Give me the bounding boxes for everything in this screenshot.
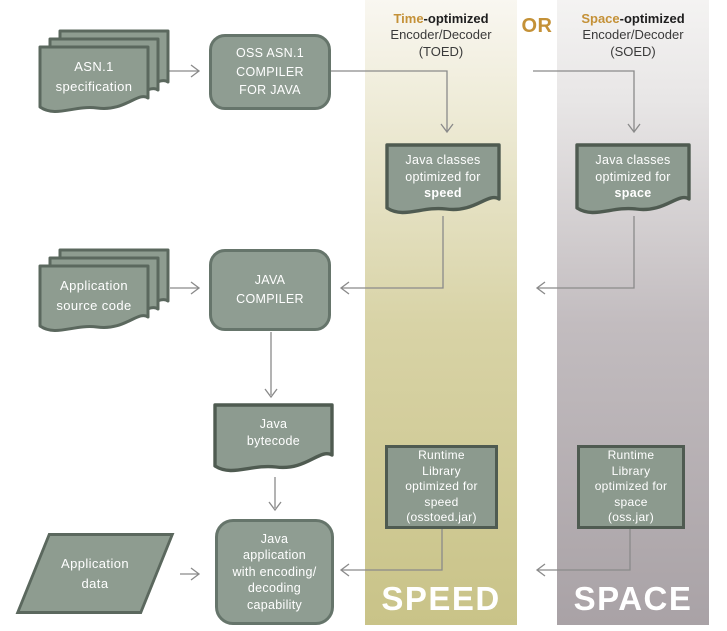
asn1-spec-line: specification — [55, 78, 133, 94]
java-classes-space-line: Java classes — [595, 153, 671, 167]
toed-header-line2: Encoder/Decoder — [390, 27, 492, 43]
java-app-line: decoding — [247, 581, 302, 596]
oss-compiler-line: FOR JAVA — [239, 83, 301, 98]
arrow-bytecode-to-application — [268, 477, 282, 512]
runtime-space-line: Runtime — [607, 448, 655, 463]
java-classes-space-emphasis: space — [614, 186, 652, 200]
asn1-spec-line: ASN.1 — [74, 59, 114, 74]
runtime-speed-line: Runtime — [418, 448, 465, 463]
space-column-band: SPACE — [557, 0, 709, 625]
java-compiler-node: JAVA COMPILER — [209, 249, 331, 331]
arrow-spec-to-compiler — [166, 64, 201, 78]
oss-compiler-line: OSS ASN.1 — [235, 45, 304, 60]
java-classes-speed-emphasis: speed — [424, 186, 462, 200]
toed-header-line3: (TOED) — [418, 43, 464, 59]
soed-header-accent: Space — [581, 11, 620, 26]
toed-header-accent: Time — [393, 11, 424, 26]
soed-header-line2: Encoder/Decoder — [582, 27, 684, 43]
java-app-line: application — [242, 548, 307, 563]
runtime-space-line: (oss.jar) — [607, 510, 655, 525]
java-classes-speed-node: Java classes optimized for speed — [385, 143, 501, 221]
java-app-line: capability — [246, 597, 303, 612]
asn1-specification-node: ASN.1 specification — [38, 29, 170, 121]
java-compiler-line: JAVA — [254, 273, 286, 288]
runtime-library-space-node: Runtime Library optimized for space (oss… — [577, 445, 685, 529]
space-watermark: SPACE — [573, 580, 693, 617]
application-data-node: Application data — [15, 533, 175, 614]
java-classes-space-node: Java classes optimized for space — [575, 143, 691, 221]
java-bytecode-line: bytecode — [246, 433, 301, 448]
java-classes-speed-line: optimized for — [405, 169, 481, 184]
or-label: OR — [521, 15, 553, 37]
soed-header-line3: (SOED) — [610, 43, 656, 59]
document-shape-icon — [385, 143, 501, 215]
app-source-line: source code — [56, 297, 132, 313]
app-source-line: Application — [60, 278, 128, 293]
toed-header-rest: -optimized — [423, 11, 489, 26]
runtime-space-line: space — [614, 494, 648, 509]
runtime-space-line: optimized for — [594, 479, 668, 494]
java-classes-speed-line: Java classes — [405, 153, 481, 167]
java-app-line: Java — [260, 531, 289, 546]
runtime-space-line: Library — [611, 463, 651, 478]
java-classes-space-line: optimized for — [595, 169, 671, 184]
java-application-node: Java application with encoding/ decoding… — [215, 519, 334, 625]
app-data-line: Application — [61, 556, 129, 571]
soed-header-rest: -optimized — [619, 11, 685, 26]
document-shape-icon — [575, 143, 691, 215]
speed-column-band: SPEED — [365, 0, 517, 625]
document-shape-icon — [213, 403, 334, 473]
java-compiler-line: COMPILER — [236, 292, 304, 306]
runtime-speed-line: speed — [424, 494, 459, 509]
soed-header: Space-optimized Encoder/Decoder (SOED) — [557, 11, 709, 60]
arrow-source-to-compiler — [170, 281, 201, 295]
oss-compiler-line: COMPILER — [236, 64, 304, 79]
application-source-code-node: Application source code — [38, 248, 170, 340]
arrow-data-to-application — [180, 567, 201, 581]
java-bytecode-node: Java bytecode — [213, 403, 334, 477]
stacked-documents-icon — [38, 248, 170, 332]
runtime-speed-line: Library — [422, 463, 461, 478]
app-data-line: data — [81, 575, 109, 591]
arrow-compiler-to-bytecode — [264, 332, 278, 399]
runtime-speed-line: (osstoed.jar) — [406, 510, 477, 525]
oss-asn1-compiler-node: OSS ASN.1 COMPILER FOR JAVA — [209, 34, 331, 110]
java-app-line: with encoding/ — [232, 564, 317, 579]
java-bytecode-line: Java — [259, 417, 288, 431]
runtime-speed-line: optimized for — [405, 479, 478, 494]
toed-header: Time-optimized Encoder/Decoder (TOED) — [365, 11, 517, 60]
stacked-documents-icon — [38, 29, 170, 113]
speed-watermark: SPEED — [381, 580, 501, 617]
runtime-library-speed-node: Runtime Library optimized for speed (oss… — [385, 445, 498, 529]
